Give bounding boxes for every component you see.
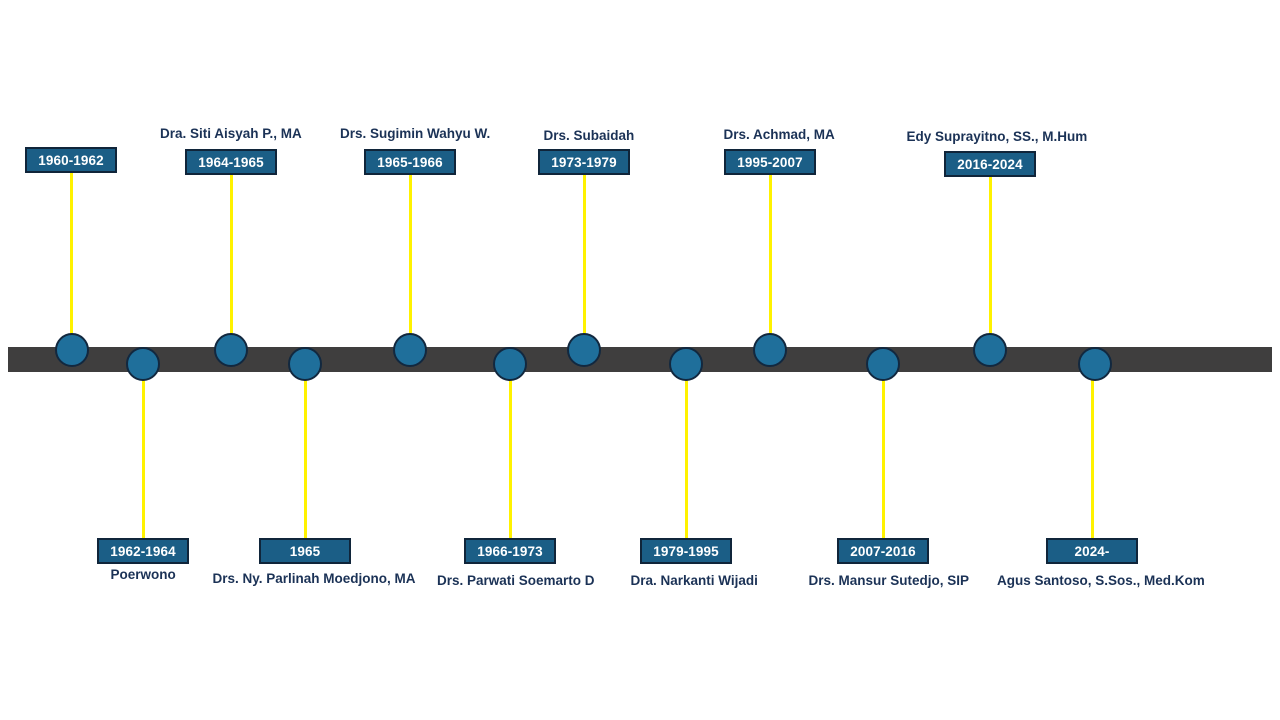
timeline-node-marker[interactable] (753, 333, 787, 367)
period-badge[interactable]: 2016-2024 (944, 151, 1036, 177)
person-name-label: Drs. Sugimin Wahyu W. (340, 126, 491, 141)
period-badge[interactable]: 2007-2016 (837, 538, 929, 564)
person-name-label: Poerwono (110, 567, 176, 582)
connector-line (684, 379, 688, 538)
person-name-label: Dra. Narkanti Wijadi (630, 573, 758, 588)
person-name-label: Drs. Achmad, MA (723, 127, 835, 142)
connector-line (1090, 379, 1094, 538)
timeline-node-marker[interactable] (669, 347, 703, 381)
timeline-node-marker[interactable] (866, 347, 900, 381)
connector-line (988, 177, 992, 335)
person-name-label: Drs. Subaidah (543, 128, 635, 143)
timeline-node-marker[interactable] (214, 333, 248, 367)
person-name-label: Drs. Ny. Parlinah Moedjono, MA (212, 571, 416, 586)
timeline-node-marker[interactable] (567, 333, 601, 367)
connector-line (141, 379, 145, 538)
period-badge[interactable]: 1995-2007 (724, 149, 816, 175)
period-badge[interactable]: 1973-1979 (538, 149, 630, 175)
period-badge[interactable]: 1960-1962 (25, 147, 117, 173)
timeline-node-marker[interactable] (288, 347, 322, 381)
timeline-node-marker[interactable] (393, 333, 427, 367)
person-name-label: Drs. Mansur Sutedjo, SIP (808, 573, 970, 588)
timeline-node-marker[interactable] (1078, 347, 1112, 381)
period-badge[interactable]: 2024- (1046, 538, 1138, 564)
connector-line (69, 173, 73, 335)
connector-line (408, 175, 412, 335)
timeline-node-marker[interactable] (493, 347, 527, 381)
person-name-label: Drs. Parwati Soemarto D (437, 573, 595, 588)
connector-line (582, 175, 586, 335)
period-badge[interactable]: 1964-1965 (185, 149, 277, 175)
person-name-label: Dra. Siti Aisyah P., MA (160, 126, 302, 141)
connector-line (881, 379, 885, 538)
person-name-label: Agus Santoso, S.Sos., Med.Kom (997, 573, 1205, 588)
connector-line (229, 175, 233, 335)
period-badge[interactable]: 1962-1964 (97, 538, 189, 564)
connector-line (303, 379, 307, 538)
timeline-node-marker[interactable] (973, 333, 1007, 367)
connector-line (508, 379, 512, 538)
person-name-label: Edy Suprayitno, SS., M.Hum (906, 129, 1088, 144)
period-badge[interactable]: 1965-1966 (364, 149, 456, 175)
period-badge[interactable]: 1966-1973 (464, 538, 556, 564)
timeline-node-marker[interactable] (55, 333, 89, 367)
period-badge[interactable]: 1979-1995 (640, 538, 732, 564)
period-badge[interactable]: 1965 (259, 538, 351, 564)
timeline-node-marker[interactable] (126, 347, 160, 381)
connector-line (768, 175, 772, 335)
